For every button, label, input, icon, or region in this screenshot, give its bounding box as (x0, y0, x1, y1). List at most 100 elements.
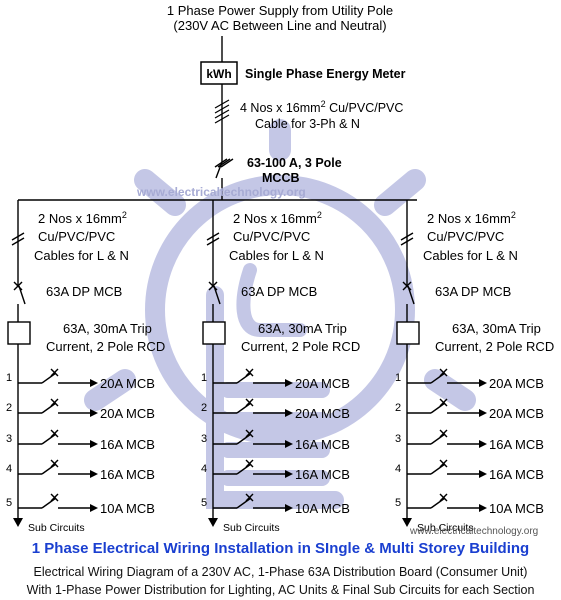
mcb-switch-blade (236, 497, 252, 509)
cable-core-mark (11, 232, 25, 241)
circuit-arrow (90, 409, 98, 417)
circuit-arrow (479, 440, 487, 448)
rcd-box (396, 321, 420, 345)
circuit-mcb-label: 20A MCB (489, 376, 544, 391)
mcb-cross (245, 493, 254, 502)
branch-cable-label-line3: Cables for L & N (229, 248, 324, 263)
sub-circuit-3: 3 16A MCB (201, 429, 350, 452)
circuit-mcb-label: 20A MCB (100, 406, 155, 421)
mcb-cross (439, 398, 448, 407)
cable-core-mark (206, 237, 220, 246)
circuit-mcb-label: 20A MCB (295, 406, 350, 421)
circuit-number: 5 (6, 497, 12, 509)
circuit-mcb-label: 16A MCB (295, 437, 350, 452)
rcd-label-line1: 63A, 30mA Trip (258, 321, 347, 336)
mccb-label: MCCB (262, 171, 300, 185)
circuit-mcb-label: 20A MCB (295, 376, 350, 391)
branch-cable-label-line2: Cu/PVC/PVC (427, 229, 504, 244)
circuit-mcb-label: 16A MCB (100, 467, 155, 482)
rcd-label-line1: 63A, 30mA Trip (452, 321, 541, 336)
bulb-watermark-graphic (84, 119, 476, 509)
branch-cable-label-line2: Cu/PVC/PVC (233, 229, 310, 244)
mcb-cross (245, 398, 254, 407)
mcb-switch-blade (236, 372, 252, 384)
energy-meter-box (200, 61, 238, 85)
sub-circuits-label: Sub Circuits (417, 522, 474, 534)
mccb-rating: 63-100 A, 3 Pole (247, 156, 342, 170)
mcb-switch-blade (41, 372, 57, 384)
energy-meter-label: Single Phase Energy Meter (245, 67, 406, 81)
sub-circuit-2: 2 20A MCB (6, 398, 155, 421)
mcb-switch-blade (430, 463, 446, 475)
mcb-cross (245, 368, 254, 377)
rcd-box (7, 321, 31, 345)
circuit-arrow (479, 504, 487, 512)
circuit-arrow (285, 470, 293, 478)
circuit-mcb-label: 10A MCB (100, 501, 155, 516)
circuit-number: 3 (6, 433, 12, 445)
mcb-switch-blade (430, 372, 446, 384)
branch-cable-label-line1: 2 Nos x 16mm2 (233, 210, 322, 226)
dp-mcb-label: 63A DP MCB (241, 284, 317, 299)
circuit-arrow (285, 379, 293, 387)
circuit-arrow (90, 379, 98, 387)
mcb-cross (50, 429, 59, 438)
circuit-number: 2 (395, 402, 401, 414)
branch-cable-label-line1: 2 Nos x 16mm2 (38, 210, 127, 226)
mcb-cross (245, 459, 254, 468)
rcd-label-line2: Current, 2 Pole RCD (435, 339, 554, 354)
circuit-number: 1 (201, 372, 207, 384)
sub-circuit-arrow (13, 518, 23, 527)
sub-circuit-arrow (402, 518, 412, 527)
dp-mcb-label: 63A DP MCB (46, 284, 122, 299)
circuit-mcb-label: 16A MCB (489, 467, 544, 482)
mcb-switch-blade (430, 497, 446, 509)
sub-circuit-5: 5 10A MCB (395, 493, 544, 516)
dp-mcb-cross (402, 281, 412, 291)
circuit-number: 2 (6, 402, 12, 414)
circuit-number: 5 (201, 497, 207, 509)
sub-circuit-1: 1 20A MCB (201, 368, 350, 391)
dp-mcb-cross (13, 281, 23, 291)
watermark-text: www.electricaltechnology.org (136, 185, 306, 199)
mcb-switch-blade (41, 497, 57, 509)
mcb-switch-blade (236, 402, 252, 414)
circuit-number: 5 (395, 497, 401, 509)
dp-mcb-label: 63A DP MCB (435, 284, 511, 299)
circuit-arrow (285, 440, 293, 448)
footer-watermark: www.electricaltechnology.org (409, 526, 538, 537)
mcb-switch-blade (430, 402, 446, 414)
sub-circuits-label: Sub Circuits (28, 522, 85, 534)
mcb-cross (439, 368, 448, 377)
mccb-switch-symbol (214, 158, 234, 200)
circuit-mcb-label: 20A MCB (100, 376, 155, 391)
circuit-arrow (479, 409, 487, 417)
cable-core-mark (400, 237, 414, 246)
circuit-mcb-label: 16A MCB (100, 437, 155, 452)
cable-core-mark (400, 232, 414, 241)
mcb-cross (245, 429, 254, 438)
supply-subtitle: (230V AC Between Line and Neutral) (173, 18, 386, 33)
sub-circuit-arrow (208, 518, 218, 527)
cable-core-mark (206, 232, 220, 241)
circuit-mcb-label: 10A MCB (489, 501, 544, 516)
mcb-cross (439, 459, 448, 468)
circuit-mcb-label: 10A MCB (295, 501, 350, 516)
mcb-switch-blade (430, 433, 446, 445)
sub-circuit-4: 4 16A MCB (395, 459, 544, 482)
mcb-switch-blade (41, 433, 57, 445)
mcb-cross (439, 493, 448, 502)
circuit-number: 3 (201, 433, 207, 445)
rcd-label-line2: Current, 2 Pole RCD (46, 339, 165, 354)
circuit-number: 4 (395, 463, 401, 475)
main-cable-label-line2: Cable for 3-Ph & N (255, 117, 360, 131)
mcb-cross (50, 459, 59, 468)
caption-title: 1 Phase Electrical Wiring Installation i… (31, 540, 530, 557)
main-cable-core-marks (214, 99, 230, 124)
